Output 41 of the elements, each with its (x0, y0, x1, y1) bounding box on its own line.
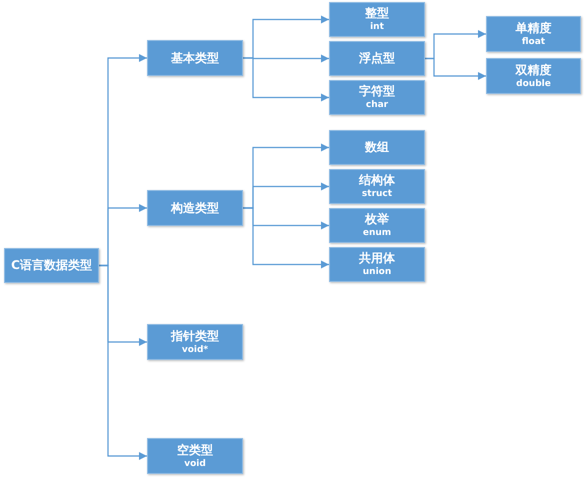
type-name: 单精度 (516, 20, 552, 36)
keyword-label: enum (362, 227, 392, 239)
type-name: 浮点型 (359, 51, 395, 66)
type-name: 共用体 (359, 251, 395, 266)
arrow (243, 207, 329, 268)
keyword-label: void* (182, 344, 208, 356)
type-name: 枚举 (365, 212, 389, 227)
type-box (147, 190, 243, 226)
type-name: 结构体 (359, 173, 395, 188)
keyword-label: double (516, 78, 551, 90)
type-box (329, 130, 425, 165)
type-name: 空类型 (177, 442, 213, 458)
type-name: 基本类型 (171, 50, 219, 66)
type-name: 构造类型 (171, 200, 219, 216)
type-name: 指针类型 (171, 328, 219, 344)
type-box (486, 58, 581, 94)
type-box (329, 41, 425, 76)
type-box (329, 169, 425, 204)
type-box (147, 40, 243, 76)
type-name: 双精度 (516, 62, 552, 78)
keyword-label: char (366, 99, 388, 111)
arrow (243, 57, 329, 102)
keyword-label: union (362, 266, 392, 278)
arrow (99, 264, 147, 460)
type-box (329, 208, 425, 243)
keyword-label: int (370, 21, 384, 33)
type-box (329, 247, 425, 282)
arrow (425, 58, 486, 80)
keyword-label: struct (362, 188, 392, 200)
type-box (329, 80, 425, 115)
type-box (486, 16, 581, 52)
type-box (147, 438, 243, 474)
type-name: 数组 (365, 140, 389, 155)
type-box (4, 248, 99, 283)
type-name: C语言数据类型 (11, 258, 92, 273)
keyword-label: float (522, 36, 546, 48)
type-name: 整型 (365, 6, 389, 21)
type-box (147, 324, 243, 360)
type-box (329, 2, 425, 37)
type-name: 字符型 (359, 84, 395, 99)
keyword-label: void (184, 458, 206, 470)
